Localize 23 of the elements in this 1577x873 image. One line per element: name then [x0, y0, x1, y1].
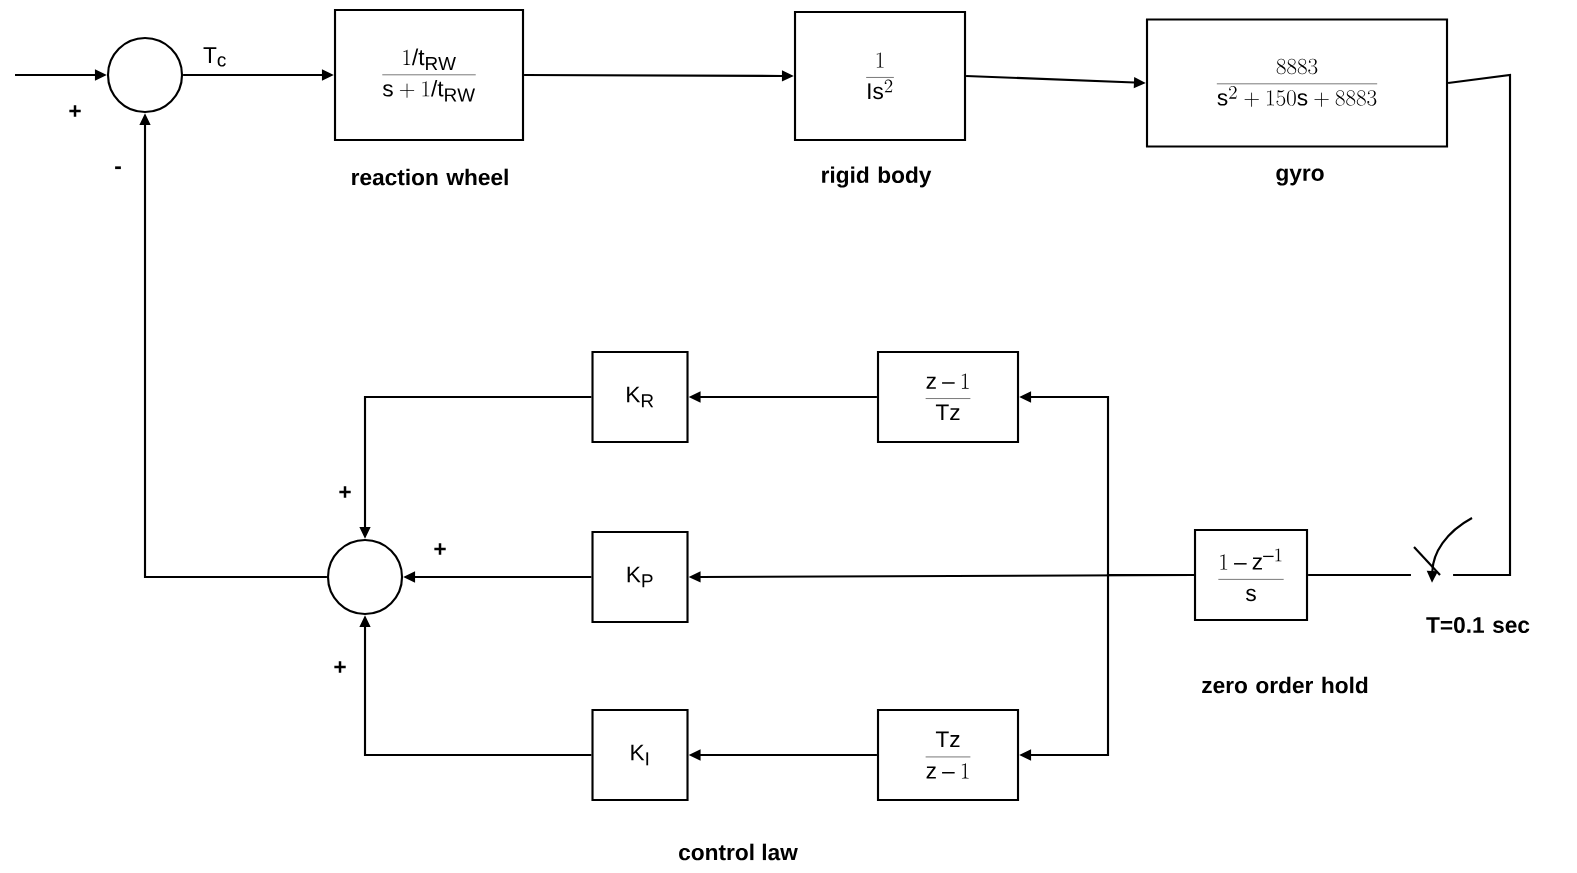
sign-label: -: [115, 166, 121, 170]
edge-label: $T_{c}$: [201, 46, 229, 68]
caption: control law: [679, 843, 798, 861]
sign-label: +: [434, 543, 446, 555]
block-caption: zero order hold: [1202, 676, 1368, 694]
summing-junction: [106, 36, 184, 114]
block-caption: reaction wheel: [352, 168, 508, 186]
transfer-block: $\frac{1-z^{-1}}{s}$: [1193, 528, 1309, 622]
transfer-block: $K_{I}$: [591, 708, 689, 802]
transfer-block: $\frac{Tz}{z-1}$: [876, 708, 1020, 802]
sign-label: +: [334, 661, 346, 673]
transfer-block: $\frac{8883}{s^{2}+150s+8883}$: [1145, 18, 1449, 148]
transfer-block: $\frac{z-1}{Tz}$: [876, 350, 1020, 444]
block-caption: T=0.1 sec: [1426, 616, 1530, 634]
block-caption: gyro: [1276, 168, 1324, 186]
summing-junction: [326, 538, 404, 616]
transfer-block: $K_{R}$: [591, 350, 689, 444]
transfer-block: $\frac{1/t_{RW}}{s+1/t_{RW}}$: [333, 8, 525, 142]
block-caption: rigid body: [822, 166, 932, 188]
transfer-block: $K_{P}$: [591, 530, 689, 624]
transfer-block: $\frac{1}{Is^{2}}$: [793, 10, 967, 142]
sign-label: +: [339, 486, 351, 498]
sign-label: +: [69, 105, 81, 117]
